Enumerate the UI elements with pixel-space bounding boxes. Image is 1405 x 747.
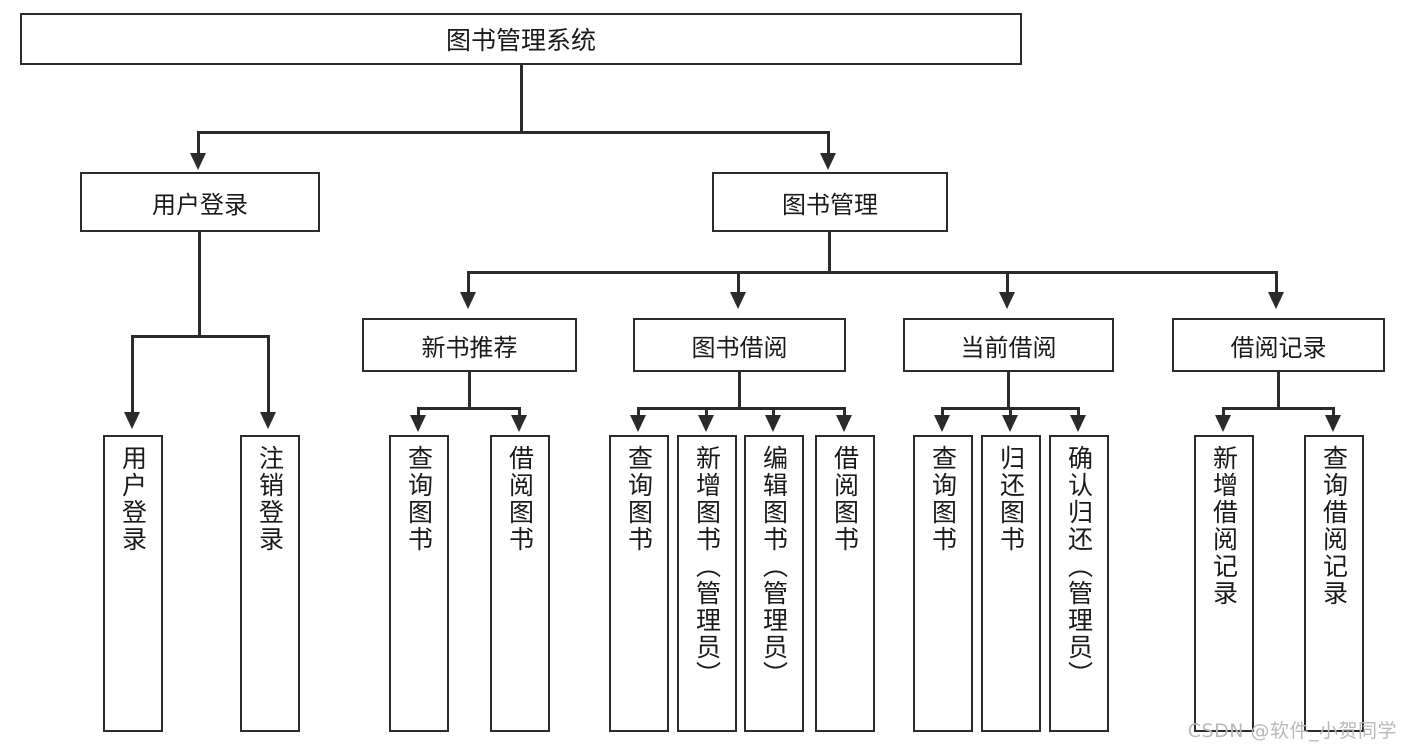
- leaf-label: 查询图书: [624, 445, 654, 553]
- leaf-label: 确认归还（管理员）: [1064, 445, 1094, 688]
- leaf-query-book-recommend[interactable]: 查询图书: [389, 435, 449, 732]
- connector-book-borrow-leg-3: [772, 407, 775, 417]
- connector-user-login-leg-1: [131, 335, 134, 414]
- connector-book-borrow-leg-4: [843, 407, 846, 417]
- leaf-label: 用户登录: [118, 445, 148, 553]
- connector-level3-leg-1: [467, 271, 470, 294]
- connector-level3-leg-4: [1275, 271, 1278, 294]
- leaf-add-borrow-record[interactable]: 新增借阅记录: [1194, 435, 1254, 732]
- arrow-to-leaf-query-book-2: [630, 415, 646, 432]
- node-label: 图书管理系统: [445, 26, 596, 55]
- node-book-borrow[interactable]: 图书借阅: [633, 318, 846, 372]
- connector-current-borrow-stem: [1007, 372, 1010, 410]
- connector-level3-leg-2: [737, 271, 740, 294]
- arrow-to-user-login: [190, 153, 206, 170]
- leaf-label: 归还图书: [996, 445, 1026, 553]
- leaf-query-book-borrow[interactable]: 查询图书: [609, 435, 669, 732]
- leaf-add-book[interactable]: 新增图书（管理员）: [677, 435, 737, 732]
- leaf-label: 借阅图书: [505, 445, 535, 553]
- arrow-to-leaf-add-book: [698, 415, 714, 432]
- leaf-logout[interactable]: 注销登录: [240, 435, 300, 732]
- connector-borrow-record-stem: [1277, 372, 1280, 410]
- arrow-to-borrow-record: [1268, 292, 1284, 309]
- connector-borrow-record-leg-2: [1332, 407, 1335, 417]
- leaf-return-book[interactable]: 归还图书: [981, 435, 1041, 732]
- node-book-manage[interactable]: 图书管理: [712, 172, 948, 232]
- connector-borrow-record-bus: [1222, 407, 1335, 410]
- leaf-label: 新增图书（管理员）: [692, 445, 722, 688]
- connector-borrow-record-leg-1: [1222, 407, 1225, 417]
- arrow-to-leaf-logout: [260, 412, 276, 429]
- arrow-to-new-book-recommend: [460, 292, 476, 309]
- arrow-to-leaf-borrow-book-2: [836, 415, 852, 432]
- connector-level3-bus: [467, 271, 1278, 274]
- connector-level3-leg-3: [1006, 271, 1009, 294]
- leaf-borrow-book-recommend[interactable]: 借阅图书: [490, 435, 550, 732]
- node-label: 图书管理: [782, 190, 878, 219]
- connector-new-book-leg-2: [518, 407, 521, 417]
- node-label: 借阅记录: [1230, 333, 1327, 362]
- leaf-query-borrow-record[interactable]: 查询借阅记录: [1304, 435, 1364, 732]
- node-label: 用户登录: [152, 190, 248, 219]
- arrow-to-leaf-query-book-3: [934, 415, 950, 432]
- leaf-borrow-book[interactable]: 借阅图书: [815, 435, 875, 732]
- connector-book-borrow-stem: [738, 372, 741, 410]
- connector-book-borrow-bus: [637, 407, 846, 410]
- node-root-system[interactable]: 图书管理系统: [20, 13, 1022, 65]
- leaf-label: 新增借阅记录: [1209, 445, 1239, 607]
- connector-current-borrow-leg-2: [1009, 407, 1012, 417]
- leaf-label: 查询借阅记录: [1319, 445, 1349, 607]
- connector-level2-bus: [197, 131, 829, 134]
- connector-book-borrow-leg-1: [637, 407, 640, 417]
- node-label: 图书借阅: [691, 333, 788, 362]
- arrow-to-leaf-return-book: [1002, 415, 1018, 432]
- arrow-to-current-borrow: [999, 292, 1015, 309]
- node-label: 新书推荐: [421, 333, 518, 362]
- connector-level2-leg-2: [827, 131, 830, 155]
- arrow-to-leaf-edit-book: [765, 415, 781, 432]
- arrow-to-leaf-add-record: [1215, 415, 1231, 432]
- leaf-label: 查询图书: [404, 445, 434, 553]
- arrow-to-leaf-query-record: [1325, 415, 1341, 432]
- node-user-login[interactable]: 用户登录: [80, 172, 320, 232]
- connector-book-manage-stem: [828, 232, 831, 273]
- node-new-book-recommend[interactable]: 新书推荐: [362, 318, 577, 372]
- connector-user-login-bus: [131, 335, 270, 338]
- leaf-user-login[interactable]: 用户登录: [103, 435, 163, 732]
- leaf-label: 查询图书: [928, 445, 958, 553]
- leaf-label: 编辑图书（管理员）: [759, 445, 789, 688]
- connector-level2-leg-1: [197, 131, 200, 155]
- arrow-to-leaf-confirm-return: [1070, 415, 1086, 432]
- node-label: 当前借阅: [960, 333, 1057, 362]
- connector-new-book-bus: [417, 407, 521, 410]
- connector-user-login-stem: [198, 232, 201, 336]
- node-current-borrow[interactable]: 当前借阅: [903, 318, 1114, 372]
- leaf-confirm-return[interactable]: 确认归还（管理员）: [1049, 435, 1109, 732]
- connector-book-borrow-leg-2: [705, 407, 708, 417]
- arrow-to-leaf-borrow-book-1: [511, 415, 527, 432]
- connector-current-borrow-leg-1: [941, 407, 944, 417]
- arrow-to-book-manage: [820, 153, 836, 170]
- connector-new-book-stem: [468, 372, 471, 410]
- leaf-edit-book[interactable]: 编辑图书（管理员）: [744, 435, 804, 732]
- node-borrow-record[interactable]: 借阅记录: [1172, 318, 1385, 372]
- arrow-to-leaf-user-login: [124, 412, 140, 429]
- leaf-query-book-current[interactable]: 查询图书: [913, 435, 973, 732]
- connector-current-borrow-leg-3: [1077, 407, 1080, 417]
- connector-root-stem: [520, 65, 523, 132]
- arrow-to-book-borrow: [730, 292, 746, 309]
- connector-new-book-leg-1: [417, 407, 420, 417]
- leaf-label: 注销登录: [255, 445, 285, 553]
- connector-user-login-leg-2: [267, 335, 270, 414]
- leaf-label: 借阅图书: [830, 445, 860, 553]
- csdn-watermark: CSDN @软件_小贺同学: [1187, 720, 1397, 742]
- arrow-to-leaf-query-book-1: [410, 415, 426, 432]
